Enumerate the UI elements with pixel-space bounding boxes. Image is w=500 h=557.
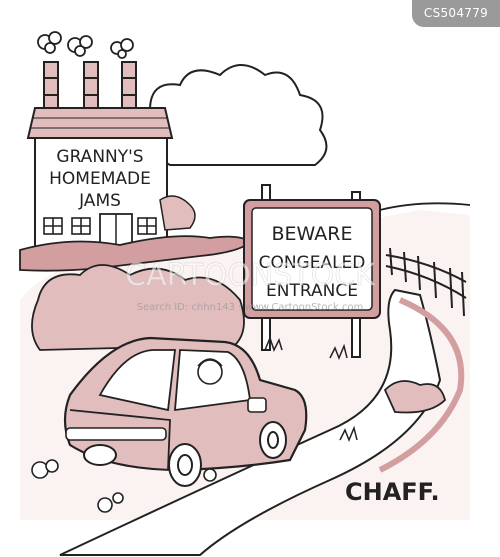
road-sign-board bbox=[251, 207, 373, 311]
factory-sign-line2: HOMEMADE bbox=[49, 169, 151, 189]
factory-roof bbox=[26, 107, 174, 139]
cloud bbox=[146, 64, 328, 166]
road-edge-jam bbox=[378, 297, 465, 473]
smoke-puffs bbox=[37, 31, 134, 59]
cartoon-id-badge: CS504779 bbox=[412, 0, 500, 27]
factory-windows bbox=[43, 217, 157, 235]
fence bbox=[385, 247, 467, 317]
car bbox=[63, 336, 308, 487]
factory-sign-line1: GRANNY'S bbox=[56, 147, 143, 167]
road-sign-line1: BEWARE bbox=[272, 223, 353, 245]
road-sign-line2: CONGEALED bbox=[259, 253, 366, 273]
bush-near-factory bbox=[159, 195, 196, 231]
bushes bbox=[31, 264, 446, 414]
chimneys bbox=[43, 61, 137, 111]
road-sign-line3: ENTRANCE bbox=[266, 281, 358, 301]
exhaust-puffs bbox=[31, 459, 217, 513]
factory-sign-line3: JAMS bbox=[78, 191, 121, 211]
grass bbox=[264, 335, 358, 442]
artist-signature: CHAFF. bbox=[345, 478, 440, 506]
roof-tiles bbox=[30, 117, 170, 129]
watermark-logo: CARTOONSTOCK bbox=[125, 258, 376, 293]
watermark-subtext: Search ID: chhn143 · www.CartoonStock.co… bbox=[137, 302, 364, 313]
